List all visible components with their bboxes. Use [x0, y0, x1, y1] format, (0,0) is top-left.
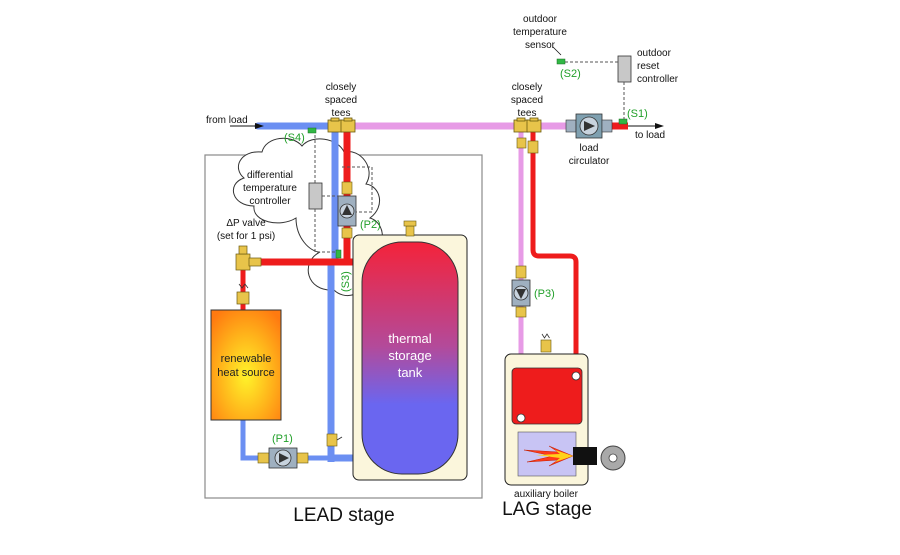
outdoor-sensor-label-line2: temperature — [513, 27, 567, 38]
diff-controller-label-line2: temperature — [243, 183, 297, 194]
sensor-s1 — [618, 118, 628, 125]
reset-wiring — [563, 61, 625, 119]
pipe-lag-supply — [530, 130, 579, 372]
p3-label: (P3) — [534, 288, 555, 300]
s2-label: (S2) — [560, 68, 581, 80]
tank-air-vent — [403, 220, 417, 237]
lead-tees-label-line3: tees — [332, 108, 351, 119]
diff-controller-label-line1: differential — [247, 170, 293, 181]
differential-temperature-controller — [308, 182, 323, 210]
heat-source-label-line2: heat source — [217, 367, 274, 379]
purge-valve-lag-upper — [516, 137, 539, 154]
boiler-supply-port — [571, 371, 581, 381]
s4-label: (S4) — [284, 132, 305, 144]
boiler-relief-valve — [540, 333, 552, 353]
tank-vessel — [361, 241, 459, 475]
lag-stage-title: LAG stage — [502, 499, 592, 520]
dp-valve-label-line2: (set for 1 psi) — [217, 231, 275, 242]
purge-valve-lower — [326, 433, 343, 447]
circulator-p1-icon — [257, 447, 309, 469]
lag-tees-label-line3: tees — [518, 108, 537, 119]
outdoor-sensor-label-line1: outdoor — [523, 14, 558, 25]
tank-label-line2: storage — [388, 348, 431, 363]
sensor-s3 — [335, 249, 342, 259]
heat-source-label-line1: renewable — [221, 353, 272, 365]
reset-controller-label-line3: controller — [637, 74, 679, 85]
p2-label: (P2) — [360, 219, 381, 231]
circulator-p2-icon — [337, 181, 357, 239]
sensor-s4 — [307, 127, 317, 134]
reset-controller-label-line2: reset — [637, 61, 659, 72]
sensor-s2 — [556, 58, 566, 65]
boiler-return-port — [516, 413, 526, 423]
tank-label-line3: tank — [398, 365, 423, 380]
tees-lead — [327, 117, 356, 133]
circulator-p3-icon — [511, 265, 531, 318]
s3-label: (S3) — [340, 271, 352, 292]
s1-label: (S1) — [627, 108, 648, 120]
relief-valve-icon — [236, 283, 250, 305]
dp-valve-icon — [235, 245, 262, 271]
tank-label-line1: thermal — [388, 331, 431, 346]
load-circulator-label-line1: load — [580, 143, 599, 154]
p1-label: (P1) — [272, 433, 293, 445]
lag-tees-label-line2: spaced — [511, 95, 543, 106]
controller-wiring — [314, 130, 373, 253]
pipe-lead-return-riser — [327, 130, 339, 462]
dp-valve-label-line1: ΔP valve — [226, 218, 266, 229]
diff-controller-label-line3: controller — [249, 196, 291, 207]
load-circulator-icon — [565, 113, 613, 139]
lag-tees-label-line1: closely — [512, 82, 543, 93]
arrow-from-load-head — [255, 123, 264, 129]
lead-tees-label-line2: spaced — [325, 95, 357, 106]
to-load-label: to load — [635, 130, 665, 141]
s2-leader — [552, 46, 562, 56]
burner-flame-icon — [523, 445, 626, 471]
renewable-heat-source — [210, 309, 282, 421]
outdoor-reset-controller — [617, 55, 632, 83]
lead-tees-label-line1: closely — [326, 82, 357, 93]
tees-lag — [513, 117, 542, 133]
arrow-to-load-head — [655, 123, 664, 129]
lead-stage-title: LEAD stage — [293, 505, 394, 526]
reset-controller-label-line1: outdoor — [637, 48, 672, 59]
outdoor-sensor-label-line3: sensor — [525, 40, 556, 51]
pipe-cold-return — [240, 420, 362, 461]
boiler-heat-exchanger — [511, 367, 583, 425]
aux-boiler-label: auxiliary boiler — [514, 489, 579, 500]
load-circulator-label-line2: circulator — [569, 156, 610, 167]
from-load-label: from load — [206, 115, 248, 126]
